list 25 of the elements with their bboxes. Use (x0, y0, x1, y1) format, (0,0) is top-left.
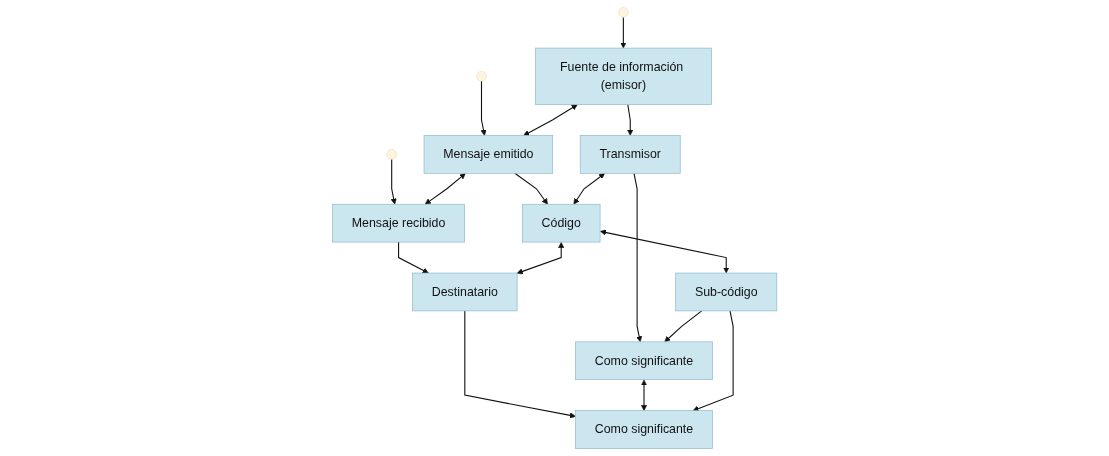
arrow (627, 103, 634, 136)
arrow (516, 242, 565, 275)
arrow (514, 172, 548, 205)
node-box: Mensaje recibido (332, 203, 465, 243)
node-box: Código (521, 203, 601, 243)
arrow (573, 173, 605, 205)
node-box: Transmisor (579, 135, 681, 174)
arrow (664, 310, 703, 343)
arrow (620, 16, 627, 49)
arrow (480, 80, 487, 136)
arrow (599, 229, 730, 274)
node-box: Fuente de información (emisor) (534, 47, 712, 105)
arrow (464, 310, 576, 419)
node-box: Sub-código (675, 272, 777, 312)
arrow (692, 310, 734, 412)
node-box: Mensaje emitido (423, 135, 553, 174)
arrow (633, 172, 642, 343)
arrow (397, 241, 429, 274)
arrow (390, 158, 397, 205)
node-box: Como significante (575, 410, 713, 449)
arrow (523, 104, 578, 136)
arrow (640, 379, 647, 411)
node-box: Como significante (575, 341, 713, 381)
arrow (424, 173, 466, 205)
node-box: Destinatario (412, 272, 518, 312)
